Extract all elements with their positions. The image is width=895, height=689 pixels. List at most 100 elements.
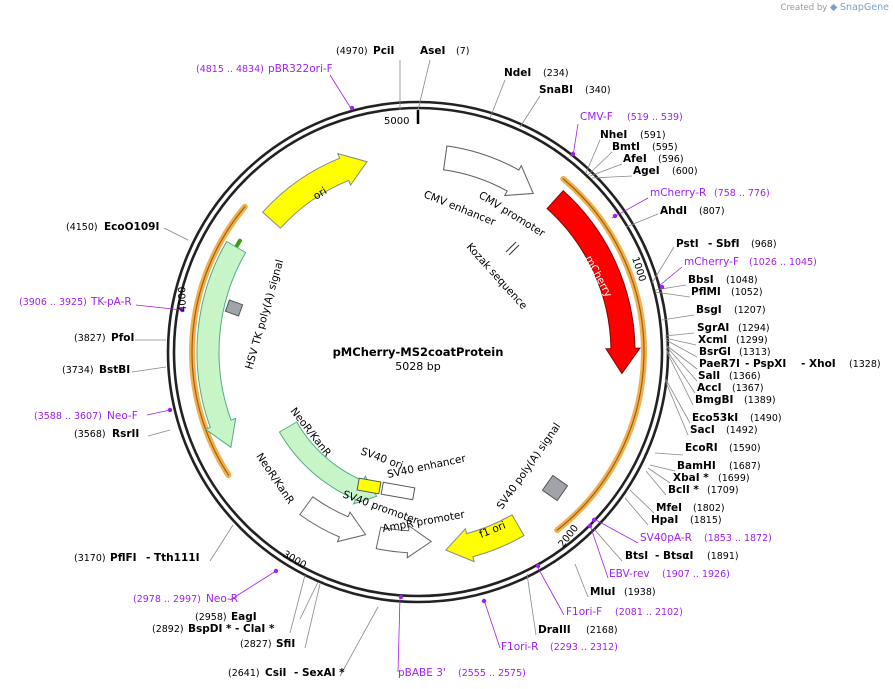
sv40-ori-box bbox=[356, 477, 382, 495]
primer-leader bbox=[572, 123, 579, 157]
site-name: BsgI bbox=[696, 304, 722, 316]
site-name: BamHI bbox=[677, 460, 716, 472]
site-leader bbox=[574, 563, 589, 598]
primer-range: (3906 .. 3925) bbox=[19, 297, 87, 308]
site-leader bbox=[289, 574, 306, 634]
site-name: SfiI bbox=[276, 638, 295, 650]
site-pos: (2958) bbox=[195, 612, 227, 623]
primer-mark bbox=[659, 284, 665, 290]
site-name: BmtI bbox=[612, 141, 640, 153]
primer-mark bbox=[273, 568, 279, 574]
mcherry-arrow bbox=[546, 190, 641, 375]
primer-name: mCherry-R bbox=[650, 187, 706, 199]
primer-range: (1026 .. 1045) bbox=[749, 257, 817, 268]
site-leader bbox=[665, 344, 698, 370]
site-leader bbox=[649, 464, 676, 472]
site-pos: (3170) bbox=[74, 553, 106, 564]
site-pos: (2827) bbox=[240, 639, 272, 650]
combo-sep: - bbox=[745, 358, 749, 370]
site-pos: (1328) bbox=[849, 359, 881, 370]
site-pos: (2892) bbox=[152, 624, 184, 635]
site-name: Tth111I bbox=[154, 552, 199, 564]
site-leader bbox=[664, 332, 695, 337]
combo-sep: - bbox=[294, 667, 298, 679]
site-leader bbox=[625, 213, 659, 228]
primer-range: (2081 .. 2102) bbox=[615, 607, 683, 618]
combo-sep: - bbox=[801, 358, 805, 370]
site-leader bbox=[665, 345, 698, 382]
kozak-tick bbox=[508, 244, 520, 256]
site-name: SnaBI bbox=[539, 84, 573, 96]
primer-leader bbox=[611, 197, 649, 219]
site-pos: (4150) bbox=[66, 222, 98, 233]
site-leader bbox=[526, 573, 537, 636]
site-pos: (2641) bbox=[228, 668, 260, 679]
site-pos: (3734) bbox=[62, 365, 94, 376]
primer-name: mCherry-F bbox=[684, 256, 739, 268]
plasmid-length: 5028 bp bbox=[395, 360, 440, 373]
site-pos: (234) bbox=[543, 68, 569, 79]
site-name: PflFI bbox=[110, 552, 137, 564]
site-pos: (1709) bbox=[707, 485, 739, 496]
primer-leader bbox=[536, 565, 565, 616]
hsv-tk-polya-box bbox=[224, 299, 244, 317]
primer-mark bbox=[535, 563, 541, 569]
primer-mark bbox=[612, 213, 618, 219]
snapgene-logo: ◆ bbox=[830, 2, 838, 13]
site-leader bbox=[589, 163, 623, 177]
site-leader bbox=[489, 79, 506, 119]
sv40-ori-label: SV40 ori bbox=[359, 446, 405, 472]
neor-inner-arrow bbox=[278, 421, 378, 505]
site-pos: (1802) bbox=[693, 503, 725, 514]
site-name: BspDI * bbox=[188, 623, 232, 635]
site-name: AseI bbox=[420, 45, 445, 57]
site-leader bbox=[664, 377, 691, 424]
primer-leader bbox=[659, 266, 683, 286]
hsv-tk-polya-label: HSV TK poly(A) signal bbox=[243, 258, 286, 371]
site-name: EagI bbox=[231, 611, 257, 623]
neor-outer-arrow bbox=[196, 240, 247, 449]
site-pos: (595) bbox=[652, 142, 678, 153]
primer-leader bbox=[589, 524, 609, 579]
primer-mark bbox=[179, 307, 185, 313]
site-name: MfeI bbox=[656, 502, 682, 514]
site-pos: (1699) bbox=[718, 473, 750, 484]
primer-leader bbox=[146, 409, 171, 416]
site-name: SgrAI bbox=[697, 322, 729, 334]
site-leader bbox=[665, 339, 698, 358]
site-pos: (1490) bbox=[750, 413, 782, 424]
site-name: NheI bbox=[600, 129, 627, 141]
primer-leader bbox=[229, 570, 277, 601]
site-name: AfeI bbox=[623, 153, 647, 165]
sv40-polya-box bbox=[541, 474, 569, 502]
site-leader bbox=[651, 246, 675, 284]
primer-name: Neo-F bbox=[107, 410, 138, 422]
primer-mark bbox=[398, 594, 404, 600]
site-pos: (1366) bbox=[729, 371, 761, 382]
site-leader bbox=[519, 95, 541, 128]
site-leader bbox=[647, 467, 671, 484]
site-pos: (1389) bbox=[744, 395, 776, 406]
site-leader bbox=[209, 524, 234, 562]
primer-range: (1907 .. 1926) bbox=[662, 569, 730, 580]
site-name: DraIII bbox=[538, 624, 571, 636]
primer-range: (2978 .. 2997) bbox=[133, 594, 201, 605]
plasmid-name: pMCherry-MS2coatProtein bbox=[333, 345, 504, 359]
primer-range: (758 .. 776) bbox=[714, 188, 770, 199]
primer-name: F1ori-F bbox=[566, 606, 602, 618]
sv40-enhancer-box bbox=[380, 481, 416, 501]
site-pos: (1048) bbox=[726, 275, 758, 286]
site-leader bbox=[417, 59, 431, 111]
site-name: EcoRI bbox=[685, 442, 718, 454]
site-leader bbox=[624, 497, 649, 526]
site-leader bbox=[664, 337, 697, 346]
site-name: XhoI bbox=[809, 358, 836, 370]
combo-sep: - bbox=[655, 550, 659, 562]
site-name: PspXI bbox=[753, 358, 786, 370]
primer-leader bbox=[483, 599, 501, 649]
site-leader bbox=[299, 581, 319, 620]
sv40-promoter-arrow bbox=[299, 496, 367, 543]
primer-mark bbox=[587, 523, 593, 529]
site-name: NdeI bbox=[504, 67, 531, 79]
primer-leader bbox=[135, 304, 183, 311]
